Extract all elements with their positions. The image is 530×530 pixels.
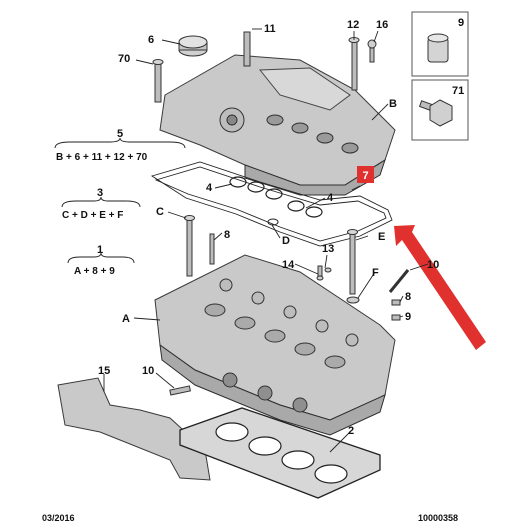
bolt-12 [348,37,360,91]
label-b: B [389,98,397,110]
bolt-part-icon [418,99,453,127]
footer-ref: 10000358 [418,513,458,523]
label-71: 71 [452,85,464,97]
label-d: D [282,235,290,247]
formula-5: B + 6 + 11 + 12 + 70 [56,152,148,163]
washer-f [346,296,360,304]
label-70: 70 [118,53,130,65]
label-9-inset: 9 [458,17,464,29]
head-gasket [179,407,381,499]
oil-filler-cap [178,35,208,57]
label-3: 3 [97,187,103,199]
footer-date: 03/2016 [42,513,75,523]
group-5: 5 B + 6 + 11 + 12 + 70 [54,128,186,163]
label-7: 7 [362,170,368,182]
dowel-pins [316,265,332,281]
sleeve-part-icon [427,33,449,63]
label-11: 11 [264,23,276,35]
label-e: E [378,231,385,243]
stud-8-right [391,299,401,306]
stud-8-top [209,233,215,265]
label-8-top: 8 [224,229,230,241]
label-1: 1 [97,244,103,256]
stud-11 [243,31,251,67]
group-3: 3 C + D + E + F [61,187,141,221]
inset-box-9: 9 [411,11,469,77]
label-6: 6 [148,34,154,46]
label-14: 14 [282,259,295,271]
heat-shield [57,377,211,481]
bolt-70 [152,59,164,103]
label-f: F [372,267,379,279]
label-10-left: 10 [142,365,154,377]
label-13: 13 [322,243,334,255]
label-5: 5 [117,128,123,140]
label-4-left: 4 [206,182,213,194]
label-9-right: 9 [405,311,411,323]
head-bolt-e [347,229,358,295]
cylinder-head [154,254,396,436]
valve-cover [159,54,396,196]
label-4-right: 4 [327,192,334,204]
highlight-badge-7: 7 [357,166,374,183]
formula-1: A + 8 + 9 [74,266,115,277]
label-2: 2 [348,425,354,437]
leader-lines [103,28,429,453]
label-16: 16 [376,19,388,31]
highlight-arrow [394,225,486,350]
inset-box-71: 71 [411,79,469,141]
screw-16 [367,39,377,63]
gasket-d [267,218,279,226]
label-c: C [156,206,164,218]
head-bolt-c [184,215,195,277]
formula-3: C + D + E + F [62,210,123,221]
part-labels: 6 11 12 16 70 B 4 4 C D E 8 13 14 F 10 8… [98,19,439,437]
cover-gasket [150,161,393,247]
label-12: 12 [347,19,359,31]
label-15: 15 [98,365,110,377]
label-a: A [122,313,130,325]
label-10-right: 10 [427,259,439,271]
o-ring-set [229,176,323,218]
stud-9-right [391,314,401,321]
stud-10-left [169,385,191,396]
label-8-right: 8 [405,291,411,303]
rod-10-right [388,269,410,293]
group-1: 1 A + 8 + 9 [67,244,135,277]
